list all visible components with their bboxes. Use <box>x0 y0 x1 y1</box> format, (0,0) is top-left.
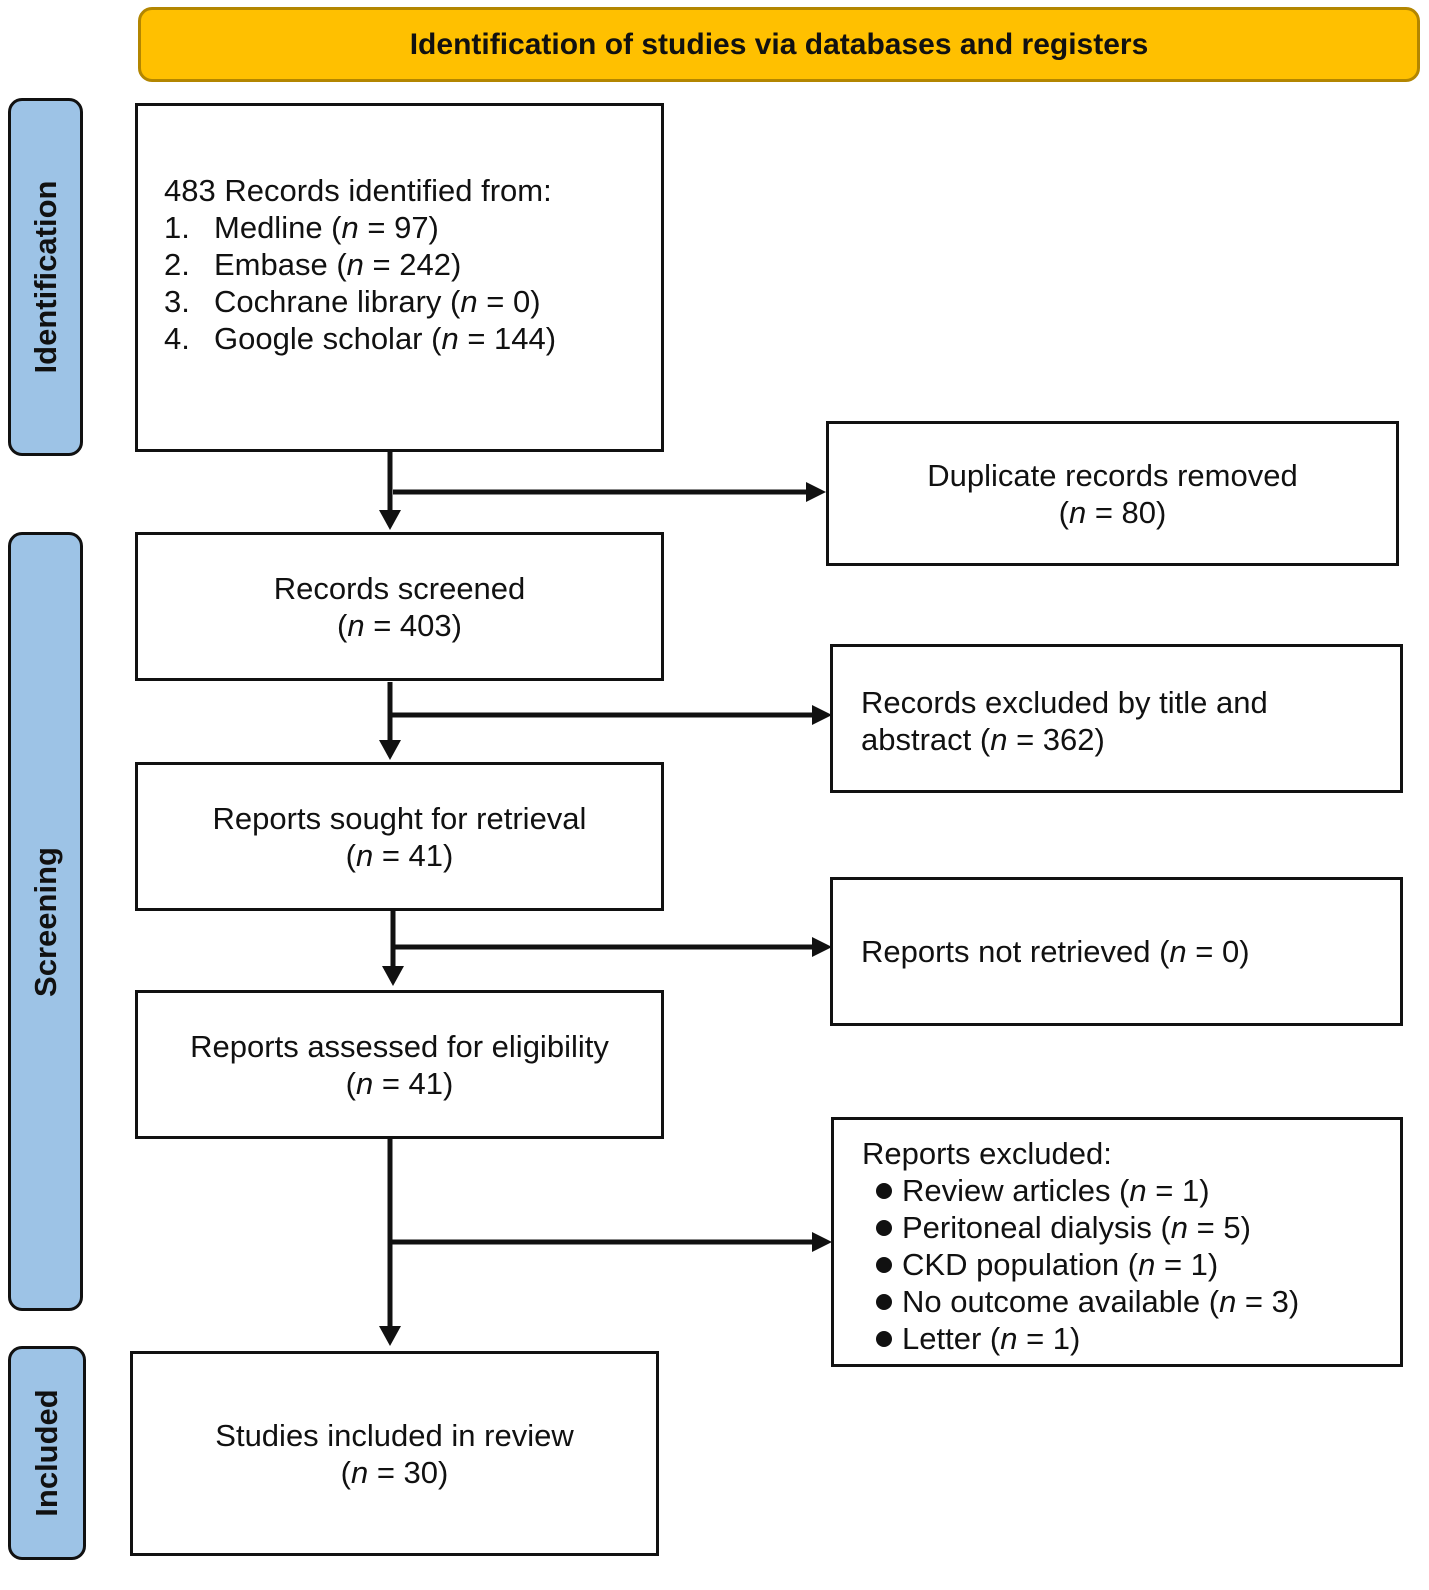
arrowhead-right <box>812 1232 832 1252</box>
excluded-title-line2: abstract (n = 362) <box>861 722 1105 757</box>
arrowhead-right <box>812 705 832 725</box>
reports-excluded-box: Reports excluded: Review articles (n = 1… <box>831 1117 1403 1367</box>
records-identified-heading: 483 Records identified from: <box>164 173 552 208</box>
excluded-title-abstract-box: Records excluded by title and abstract (… <box>830 644 1403 793</box>
reports-not-retrieved-box: Reports not retrieved (n = 0) <box>830 877 1403 1026</box>
source-item: 3.Cochrane library (n = 0) <box>164 284 541 319</box>
included-label: Studies included in review <box>215 1417 574 1453</box>
assessed-label: Reports assessed for eligibility <box>190 1028 609 1064</box>
bullet-icon <box>876 1331 892 1347</box>
phase-screening: Screening <box>8 532 83 1311</box>
records-identified-box: 483 Records identified from: 1.Medline (… <box>135 103 664 452</box>
identification-banner: Identification of studies via databases … <box>138 7 1420 82</box>
bullet-icon <box>876 1257 892 1273</box>
reports-sought-box: Reports sought for retrieval (n = 41) <box>135 762 664 911</box>
phase-identification: Identification <box>8 98 83 456</box>
exclusion-item: Peritoneal dialysis (n = 5) <box>862 1209 1400 1246</box>
source-item: 2.Embase (n = 242) <box>164 247 462 282</box>
arrowhead-down <box>382 966 404 986</box>
duplicates-label: Duplicate records removed <box>927 457 1298 493</box>
arrowhead-right <box>806 482 826 502</box>
phase-included: Included <box>8 1346 86 1560</box>
source-item: 1.Medline (n = 97) <box>164 210 439 245</box>
assessed-count: (n = 41) <box>345 1065 454 1101</box>
exclusion-item: Letter (n = 1) <box>862 1320 1400 1357</box>
excluded-title-line1: Records excluded by title and <box>861 685 1268 720</box>
screened-count: (n = 403) <box>337 607 462 643</box>
source-item: 4.Google scholar (n = 144) <box>164 321 557 356</box>
screened-label: Records screened <box>273 570 526 606</box>
duplicates-removed-box: Duplicate records removed (n = 80) <box>826 421 1399 566</box>
bullet-icon <box>876 1294 892 1310</box>
arrowhead-right <box>812 937 832 957</box>
bullet-icon <box>876 1183 892 1199</box>
included-count: (n = 30) <box>340 1454 449 1490</box>
banner-title: Identification of studies via databases … <box>409 27 1149 61</box>
exclusion-item: CKD population (n = 1) <box>862 1246 1400 1283</box>
exclusion-item: No outcome available (n = 3) <box>862 1283 1400 1320</box>
sought-label: Reports sought for retrieval <box>212 800 587 836</box>
studies-included-box: Studies included in review (n = 30) <box>130 1351 659 1556</box>
reports-assessed-box: Reports assessed for eligibility (n = 41… <box>135 990 664 1139</box>
records-screened-box: Records screened (n = 403) <box>135 532 664 681</box>
duplicates-count: (n = 80) <box>1058 494 1167 530</box>
bullet-icon <box>876 1220 892 1236</box>
arrowhead-down <box>379 510 401 530</box>
reports-excluded-heading: Reports excluded: <box>862 1136 1112 1171</box>
not-retrieved-label: Reports not retrieved (n = 0) <box>861 934 1250 969</box>
exclusion-item: Review articles (n = 1) <box>862 1172 1400 1209</box>
sought-count: (n = 41) <box>345 837 454 873</box>
arrowhead-down <box>379 740 401 760</box>
arrowhead-down <box>379 1326 401 1346</box>
